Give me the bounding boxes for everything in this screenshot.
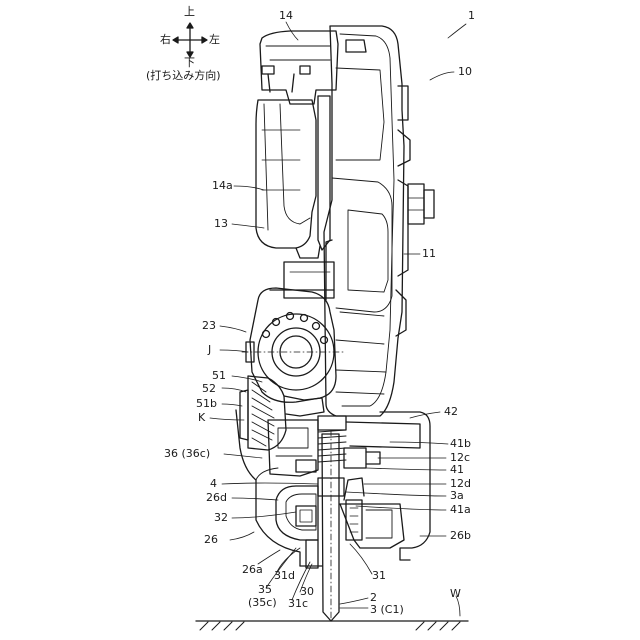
label-41a: 41a	[450, 504, 471, 516]
label-14a: 14a	[212, 180, 233, 192]
label-26d: 26d	[206, 492, 227, 504]
label-23: 23	[202, 320, 216, 332]
direction-right-label: 右	[160, 34, 171, 46]
label-3a: 3a	[450, 490, 464, 502]
label-52: 52	[202, 383, 216, 395]
main-housing-11	[324, 26, 410, 416]
work-surface-w	[196, 621, 468, 630]
direction-down-label: 下	[184, 57, 195, 69]
label-26: 26	[204, 534, 218, 546]
label-51b: 51b	[196, 398, 217, 410]
label-41b: 41b	[450, 438, 471, 450]
label-31d: 31d	[274, 570, 295, 582]
side-knob	[408, 184, 434, 224]
label-J: J	[208, 344, 211, 356]
direction-arrows	[173, 23, 207, 57]
label-42: 42	[444, 406, 458, 418]
direction-up-label: 上	[184, 6, 195, 18]
leader-lines	[210, 22, 466, 616]
label-26b: 26b	[450, 530, 471, 542]
guide-36	[268, 420, 318, 476]
shaft-30	[300, 540, 322, 568]
feeder-32	[276, 478, 362, 540]
gear-housing-23	[242, 288, 344, 402]
label-13: 13	[214, 218, 228, 230]
driving-direction-label: (打ち込み方向)	[146, 70, 221, 82]
label-35: 35	[258, 584, 272, 596]
label-14: 14	[279, 10, 293, 22]
label-30: 30	[300, 586, 314, 598]
label-10: 10	[458, 66, 472, 78]
label-31c: 31c	[288, 598, 308, 610]
label-K: K	[198, 412, 205, 424]
direction-left-label: 左	[209, 34, 220, 46]
label-35c: (35c)	[248, 597, 277, 609]
label-36: 36 (36c)	[164, 448, 210, 460]
label-3-c1: 3 (C1)	[370, 604, 404, 616]
label-31: 31	[372, 570, 386, 582]
label-11: 11	[422, 248, 436, 260]
label-26a: 26a	[242, 564, 263, 576]
screw-3	[322, 430, 339, 621]
label-51: 51	[212, 370, 226, 382]
label-4: 4	[210, 478, 217, 490]
label-1: 1	[468, 10, 475, 22]
label-41: 41	[450, 464, 464, 476]
label-W: W	[450, 588, 461, 600]
label-32: 32	[214, 512, 228, 524]
